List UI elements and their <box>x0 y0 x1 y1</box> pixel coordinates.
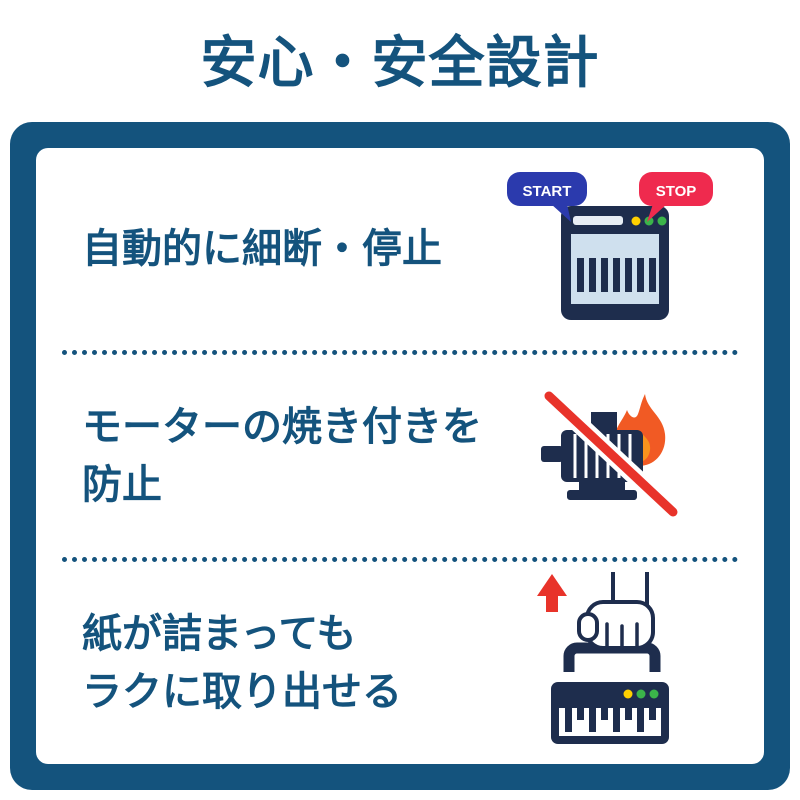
shredder-body-icon <box>550 682 669 744</box>
feature-label-line2: ラクに取り出せる <box>82 670 402 714</box>
feature-row-motor-protect: モーターの焼き付きを 防止 <box>36 355 764 557</box>
shredder-start-stop-icon: START STOP <box>506 172 713 320</box>
stop-bubble-text: STOP <box>655 183 696 200</box>
dotted-separator <box>62 557 738 562</box>
feature-label: モーターの焼き付きを 防止 <box>82 398 482 514</box>
dotted-separator <box>62 350 738 355</box>
start-bubble-text: START <box>522 183 571 200</box>
up-arrow-icon <box>536 574 567 612</box>
hand-icon <box>576 572 655 650</box>
feature-label-line2: 防止 <box>82 463 162 507</box>
start-speech-bubble: START <box>506 172 587 222</box>
paper-jam-removal-icon <box>536 572 669 744</box>
feature-panel-inner: 自動的に細断・停止 <box>36 148 764 764</box>
motor-burnout-icon <box>540 387 682 521</box>
feature-label: 自動的に細断・停止 <box>82 220 442 278</box>
feature-icon-box <box>497 572 722 754</box>
feature-panel: 自動的に細断・停止 <box>10 122 790 790</box>
feature-label-line1: 自動的に細断・停止 <box>82 227 442 271</box>
page-title: 安心・安全設計 <box>200 31 600 94</box>
shredder-icon <box>560 206 669 320</box>
feature-icon-box: START STOP <box>497 170 722 328</box>
feature-row-jam-removal: 紙が詰まっても ラクに取り出せる <box>36 562 764 764</box>
feature-row-auto-stop: 自動的に細断・停止 <box>36 148 764 350</box>
feature-label-line1: 紙が詰まっても <box>82 612 357 656</box>
prohibition-slash-icon <box>540 387 682 521</box>
stop-speech-bubble: STOP <box>638 172 713 222</box>
feature-label: 紙が詰まっても ラクに取り出せる <box>82 605 402 721</box>
lifted-cover-icon <box>563 642 660 672</box>
feature-label-line1: モーターの焼き付きを <box>82 405 482 449</box>
feature-icon-box <box>497 386 722 526</box>
